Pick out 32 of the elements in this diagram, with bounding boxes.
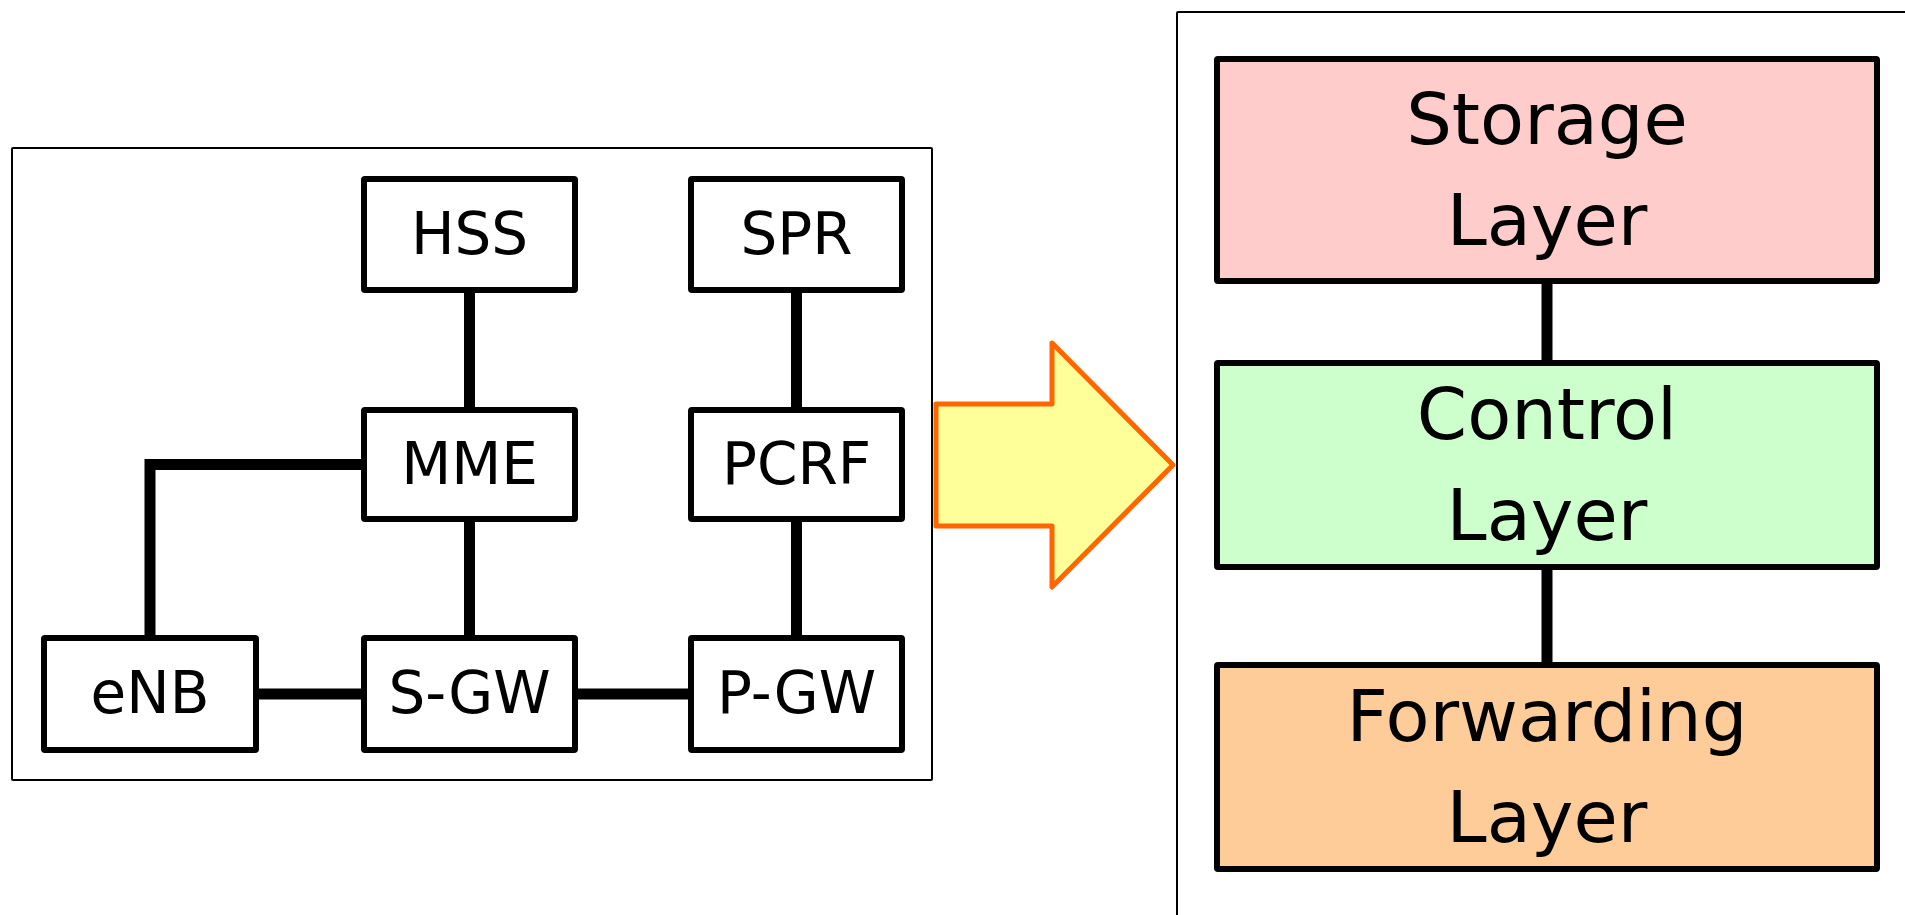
- element-label: SPR: [740, 198, 853, 270]
- element-label: S-GW: [388, 658, 551, 730]
- network-element-box: [41, 635, 259, 753]
- container-box: [1176, 11, 1905, 915]
- element-label: MME: [401, 428, 538, 500]
- connector-line: [464, 522, 475, 635]
- network-element-box: [361, 407, 578, 522]
- connector-line: [791, 522, 802, 635]
- element-label: eNB: [90, 658, 210, 730]
- network-element-box: [688, 635, 905, 753]
- element-label: HSS: [410, 198, 529, 270]
- element-label: PCRF: [721, 428, 872, 500]
- layer-box: [1214, 56, 1880, 284]
- connector-line: [791, 293, 802, 407]
- connector-line: [144, 459, 361, 635]
- layer-box: [1214, 360, 1880, 570]
- container-box: [11, 147, 933, 781]
- connector-line: [259, 688, 361, 700]
- layer-label: Control Layer: [1416, 371, 1678, 559]
- layer-box: [1214, 662, 1880, 872]
- connector-line: [578, 688, 688, 700]
- network-element-box: [361, 176, 578, 293]
- network-element-box: [688, 176, 905, 293]
- connector-line: [1541, 284, 1553, 360]
- layer-label: Storage Layer: [1406, 76, 1688, 264]
- network-element-box: [361, 635, 578, 753]
- layer-label: Forwarding Layer: [1346, 673, 1748, 861]
- connector-line: [464, 293, 475, 407]
- connector-line: [1541, 570, 1553, 662]
- element-label: P-GW: [716, 658, 876, 730]
- block-arrow: [933, 340, 1176, 590]
- network-element-box: [688, 407, 905, 522]
